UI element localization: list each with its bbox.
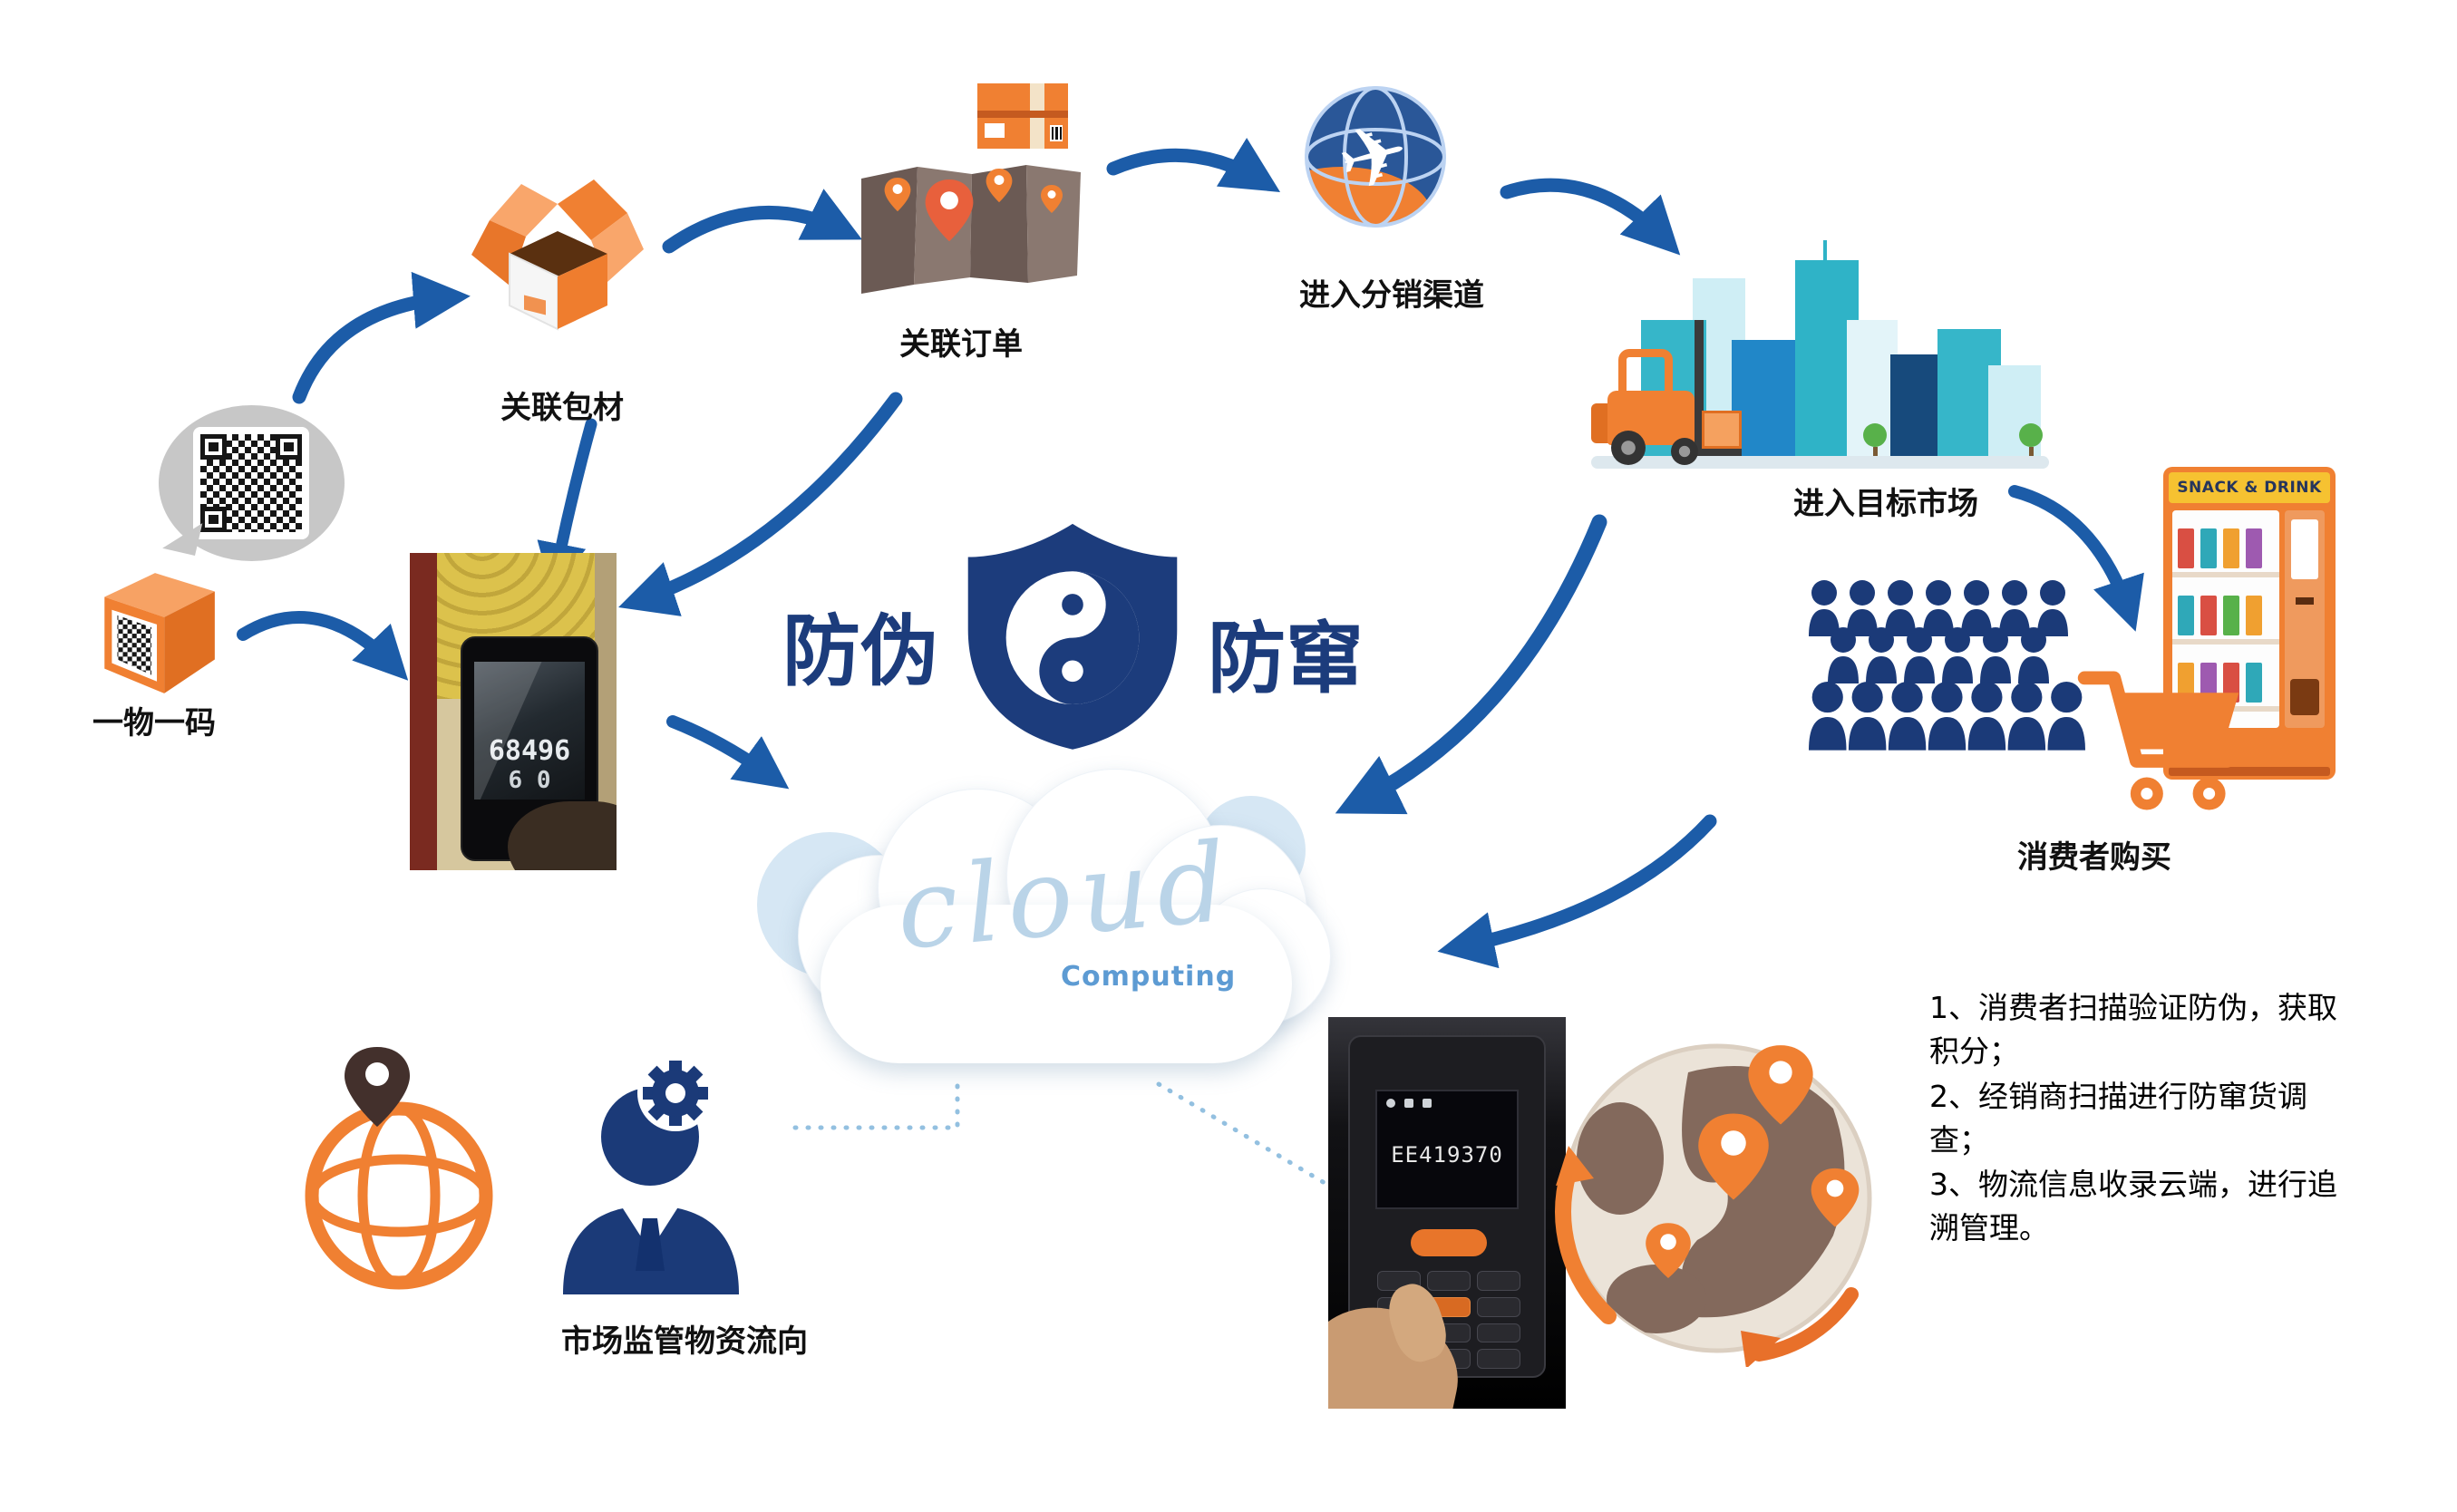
cloud-illustration: cloud Computing	[757, 769, 1337, 1100]
vending-keypad	[2291, 519, 2318, 579]
package-icon	[977, 83, 1068, 149]
twin-fish-icon	[1039, 571, 1140, 704]
scanner-screen: EE419370	[1375, 1090, 1519, 1209]
arrow-order-to-phone	[618, 392, 903, 616]
vending-side-panel	[2285, 510, 2325, 728]
vending-base	[2169, 767, 2330, 776]
note-line-2: 2、经销商扫描进行防窜货调查；	[1929, 1078, 2307, 1158]
forklift-icon	[1586, 288, 1744, 465]
note-line-1: 1、消费者扫描验证防伪，获取积分；	[1929, 990, 2337, 1069]
vending-window	[2172, 510, 2279, 728]
world-pins-globe-icon	[1552, 1023, 1879, 1369]
crowd-icon	[1809, 580, 2090, 807]
location-pin-icon	[345, 1047, 410, 1127]
dispense-slot	[2290, 679, 2319, 715]
scanner-screen-code: EE419370	[1391, 1142, 1503, 1168]
supervision-globe-icon	[288, 1036, 501, 1299]
tree-icon	[2019, 423, 2043, 456]
arrow-consumer-to-cloud	[1437, 814, 1717, 969]
vending-header: SNACK & DRINK	[2169, 472, 2330, 503]
order-map-icon	[861, 83, 1083, 301]
arrow-box-to-map	[662, 189, 862, 254]
label-one-code: 一物一码	[92, 705, 216, 741]
qr-speech-bubble	[159, 405, 345, 561]
ground-line	[1591, 456, 2049, 469]
open-box-icon	[471, 166, 644, 334]
gear-icon	[643, 1061, 708, 1126]
coin-slot	[2296, 597, 2314, 605]
word-anti-counterfeit: 防伪	[782, 606, 938, 697]
shelf-row	[2172, 577, 2279, 645]
antenna	[1823, 240, 1827, 456]
qr-panel	[193, 427, 309, 539]
note-line-3: 3、物流信息收录云端，进行追溯管理。	[1929, 1167, 2337, 1246]
scanner-device-photo: EE419370	[1328, 1017, 1566, 1409]
phone-screen-code: 68496	[488, 735, 571, 767]
scanner-scan-button	[1411, 1229, 1487, 1256]
cloud-caption: Computing	[1061, 961, 1237, 993]
arrow-cube-to-phone	[237, 611, 409, 681]
inspector-person-icon	[549, 1041, 784, 1294]
arrow-phone-to-cloud	[666, 715, 790, 790]
shopping-cart-icon	[2072, 657, 2258, 820]
notes-block: 1、消费者扫描验证防伪，获取积分； 2、经销商扫描进行防窜货调查； 3、物流信息…	[1929, 986, 2365, 1252]
arrow-bubble-to-box	[292, 271, 471, 404]
phone-screen: 68496 6 0	[474, 662, 585, 800]
label-order: 关联订单	[899, 326, 1023, 363]
shield-logo	[954, 517, 1191, 754]
orbit-arrow-icon	[1555, 1146, 1859, 1369]
shelf-row	[2172, 510, 2279, 577]
scanner-device: EE419370	[1348, 1035, 1546, 1378]
word-anti-diversion: 防窜	[1208, 614, 1364, 704]
phone-screen-code2: 6 0	[508, 767, 551, 794]
label-distribution: 进入分销渠道	[1299, 277, 1484, 314]
coded-product-cube-icon	[86, 560, 224, 698]
globe-plane-icon: ✈	[1292, 80, 1496, 238]
label-packaging: 关联包材	[500, 390, 624, 426]
tree-icon	[1863, 423, 1887, 456]
label-supervision: 市场监管物资流向	[561, 1323, 808, 1360]
label-target-market: 进入目标市场	[1793, 486, 1978, 522]
package-spine	[410, 553, 437, 870]
building	[1890, 354, 1947, 456]
qr-code-icon	[200, 434, 302, 532]
city-skyline	[1591, 228, 2049, 469]
arrow-map-to-globe	[1106, 138, 1281, 192]
scanner-status-icons	[1386, 1099, 1432, 1108]
phone-scan-photo: 68496 6 0	[410, 553, 617, 870]
label-consumer: 消费者购买	[2017, 839, 2171, 876]
